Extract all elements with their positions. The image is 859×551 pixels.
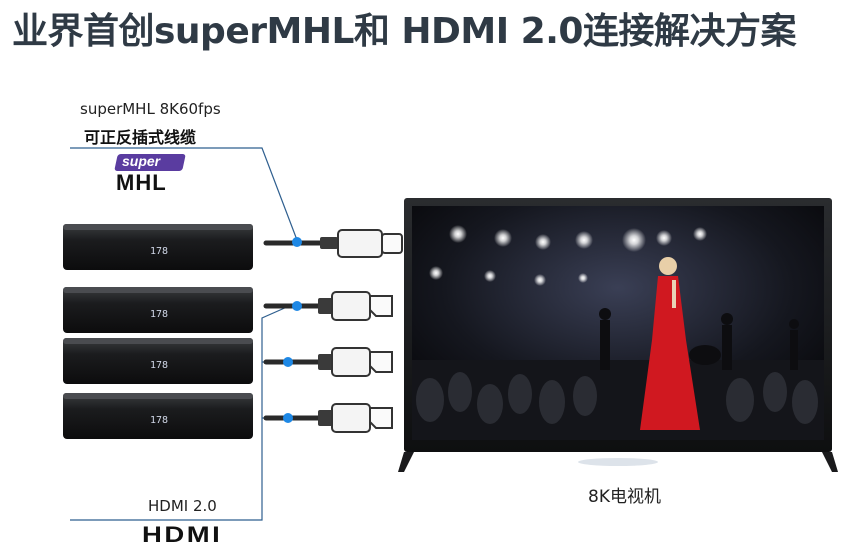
tv-8k [398, 198, 838, 472]
hdmi-cable-2 [263, 347, 393, 377]
tv-label: 8K电视机 [588, 487, 661, 507]
hdmi-cable-3 [263, 403, 393, 433]
connector-dot [292, 301, 302, 311]
player-display: 178 [150, 415, 168, 426]
hdmi-cable-1 [263, 291, 393, 321]
supermhl-logo-mhl: MHL [116, 170, 167, 195]
connector-dot [283, 413, 293, 423]
media-player-2: 178 [63, 287, 253, 333]
hdmi-caption: HDMI 2.0 [148, 497, 217, 515]
hdmi-logo: HDMI [142, 522, 223, 547]
connector-dot [283, 357, 293, 367]
page-title: 业界首创superMHL和 HDMI 2.0连接解决方案 [12, 11, 796, 52]
supermhl-logo: super MHL [114, 153, 186, 195]
media-player-1: 178 [63, 224, 253, 270]
supermhl-logo-super: super [122, 153, 161, 169]
player-display: 178 [150, 309, 168, 320]
supermhl-cable [263, 229, 403, 258]
supermhl-caption: superMHL 8K60fps [80, 100, 221, 118]
player-display: 178 [150, 360, 168, 371]
player-display: 178 [150, 246, 168, 257]
supermhl-subcaption: 可正反插式线缆 [84, 128, 197, 147]
media-player-4: 178 [63, 393, 253, 439]
leader-lines [70, 147, 298, 521]
connector-dot [292, 237, 302, 247]
media-player-3: 178 [63, 338, 253, 384]
